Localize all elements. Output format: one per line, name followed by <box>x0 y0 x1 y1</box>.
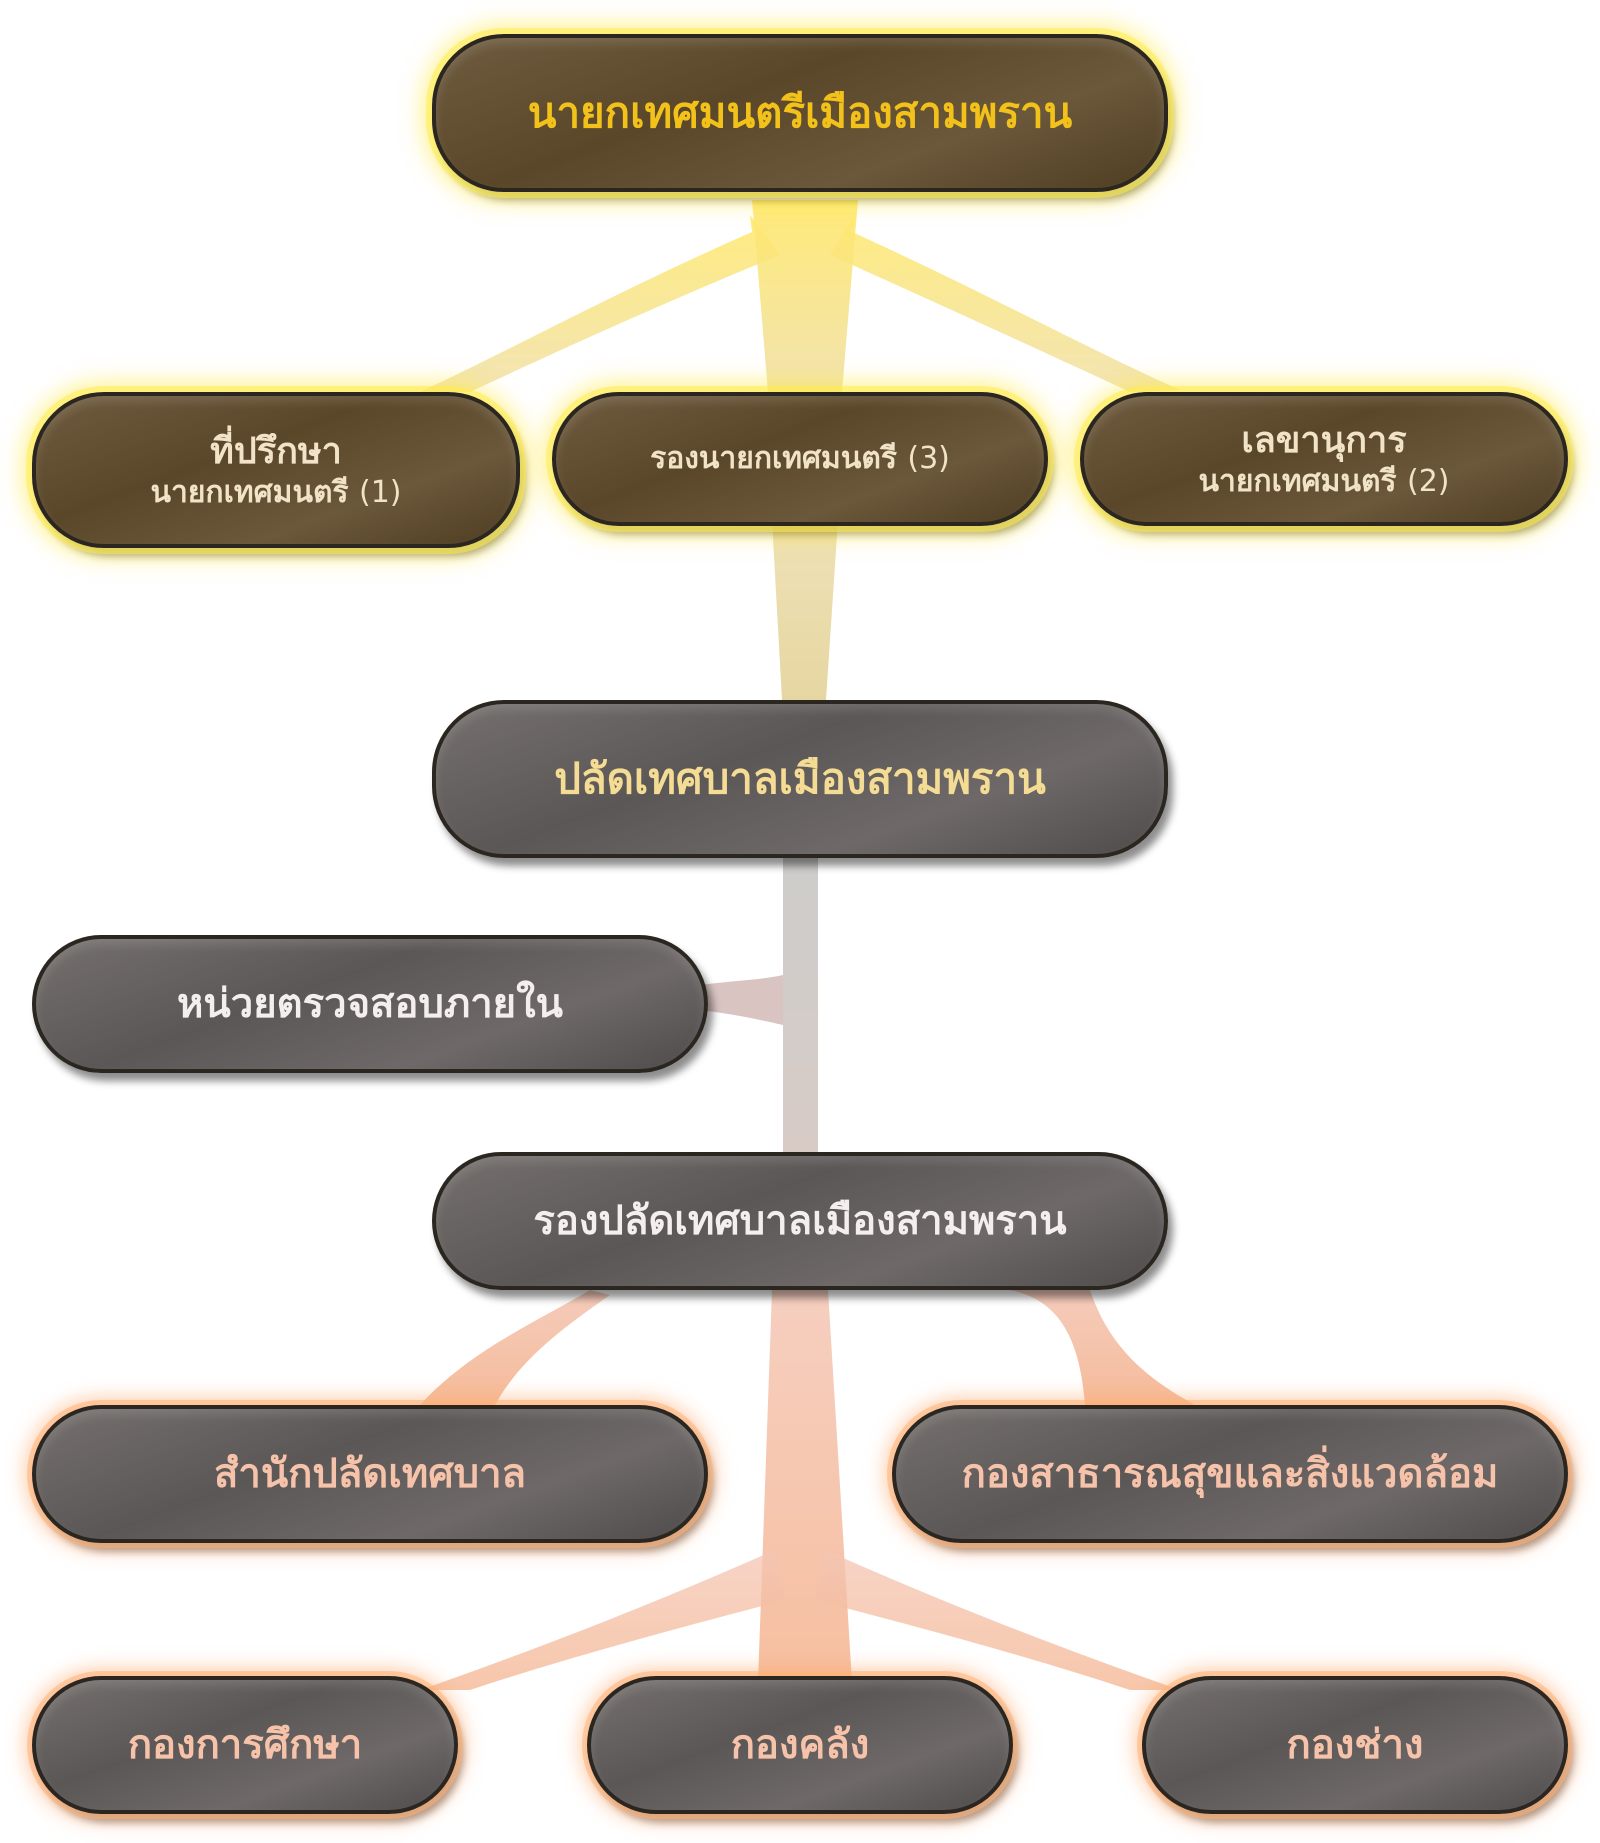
advisor-node: ที่ปรึกษา นายกเทศมนตรี (1) <box>32 392 520 548</box>
mayor-title: นายกเทศมนตรีเมืองสามพราน <box>527 87 1073 137</box>
connector-deputy-education <box>420 1550 785 1690</box>
deputy-mayor-node: รองนายกเทศมนตรี (3) <box>552 392 1048 526</box>
deputy-mayor-label: รองนายกเทศมนตรี <box>650 441 897 477</box>
advisor-title: ที่ปรึกษา <box>210 430 342 472</box>
deputy-mayor-title: รองนายกเทศมนตรี (3) <box>650 440 950 478</box>
connector-mayor-secretary <box>830 215 1180 392</box>
deputy-clerk-title: รองปลัดเทศบาลเมืองสามพราน <box>533 1198 1067 1244</box>
finance-title: กองคลัง <box>730 1722 870 1768</box>
connector-clerk-deputy-clerk <box>783 858 818 1158</box>
internal-audit-node: หน่วยตรวจสอบภายใน <box>32 935 708 1073</box>
deputy-mayor-count: (3) <box>907 441 950 477</box>
connector-clerk-audit <box>700 975 783 1025</box>
finance-node: กองคลัง <box>587 1676 1013 1814</box>
clerk-title: ปลัดเทศบาลเมืองสามพราน <box>554 753 1046 803</box>
connector-deputy-clerk <box>772 520 838 700</box>
office-clerk-node: สำนักปลัดเทศบาล <box>32 1405 708 1543</box>
secretary-title: เลขานุการ <box>1241 419 1407 461</box>
clerk-node: ปลัดเทศบาลเมืองสามพราน <box>432 700 1168 858</box>
advisor-subtitle-label: นายกเทศมนตรี <box>150 474 349 510</box>
advisor-subtitle: นายกเทศมนตรี (1) <box>151 474 402 512</box>
public-health-title: กองสาธารณสุขและสิ่งแวดล้อม <box>961 1451 1499 1497</box>
secretary-count: (2) <box>1407 463 1450 499</box>
engineering-title: กองช่าง <box>1286 1722 1424 1768</box>
secretary-subtitle: นายกเทศมนตรี (2) <box>1199 463 1450 501</box>
secretary-node: เลขานุการ นายกเทศมนตรี (2) <box>1080 392 1568 526</box>
connector-mayor-advisor <box>420 215 780 392</box>
engineering-node: กองช่าง <box>1142 1676 1568 1814</box>
secretary-subtitle-label: นายกเทศมนตรี <box>1198 463 1397 499</box>
connector-deputy-office <box>420 1290 610 1405</box>
internal-audit-title: หน่วยตรวจสอบภายใน <box>177 981 563 1027</box>
connector-deputy-engineering <box>815 1550 1180 1690</box>
education-title: กองการศึกษา <box>127 1722 363 1768</box>
connector-deputy-health <box>1010 1290 1195 1405</box>
deputy-clerk-node: รองปลัดเทศบาลเมืองสามพราน <box>432 1152 1168 1290</box>
office-clerk-title: สำนักปลัดเทศบาล <box>213 1451 527 1497</box>
connector-deputy-finance <box>758 1290 852 1682</box>
public-health-node: กองสาธารณสุขและสิ่งแวดล้อม <box>892 1405 1568 1543</box>
mayor-node: นายกเทศมนตรีเมืองสามพราน <box>432 34 1168 192</box>
connector-mayor-deputy <box>752 200 858 392</box>
advisor-count: (1) <box>359 474 402 510</box>
education-node: กองการศึกษา <box>32 1676 458 1814</box>
